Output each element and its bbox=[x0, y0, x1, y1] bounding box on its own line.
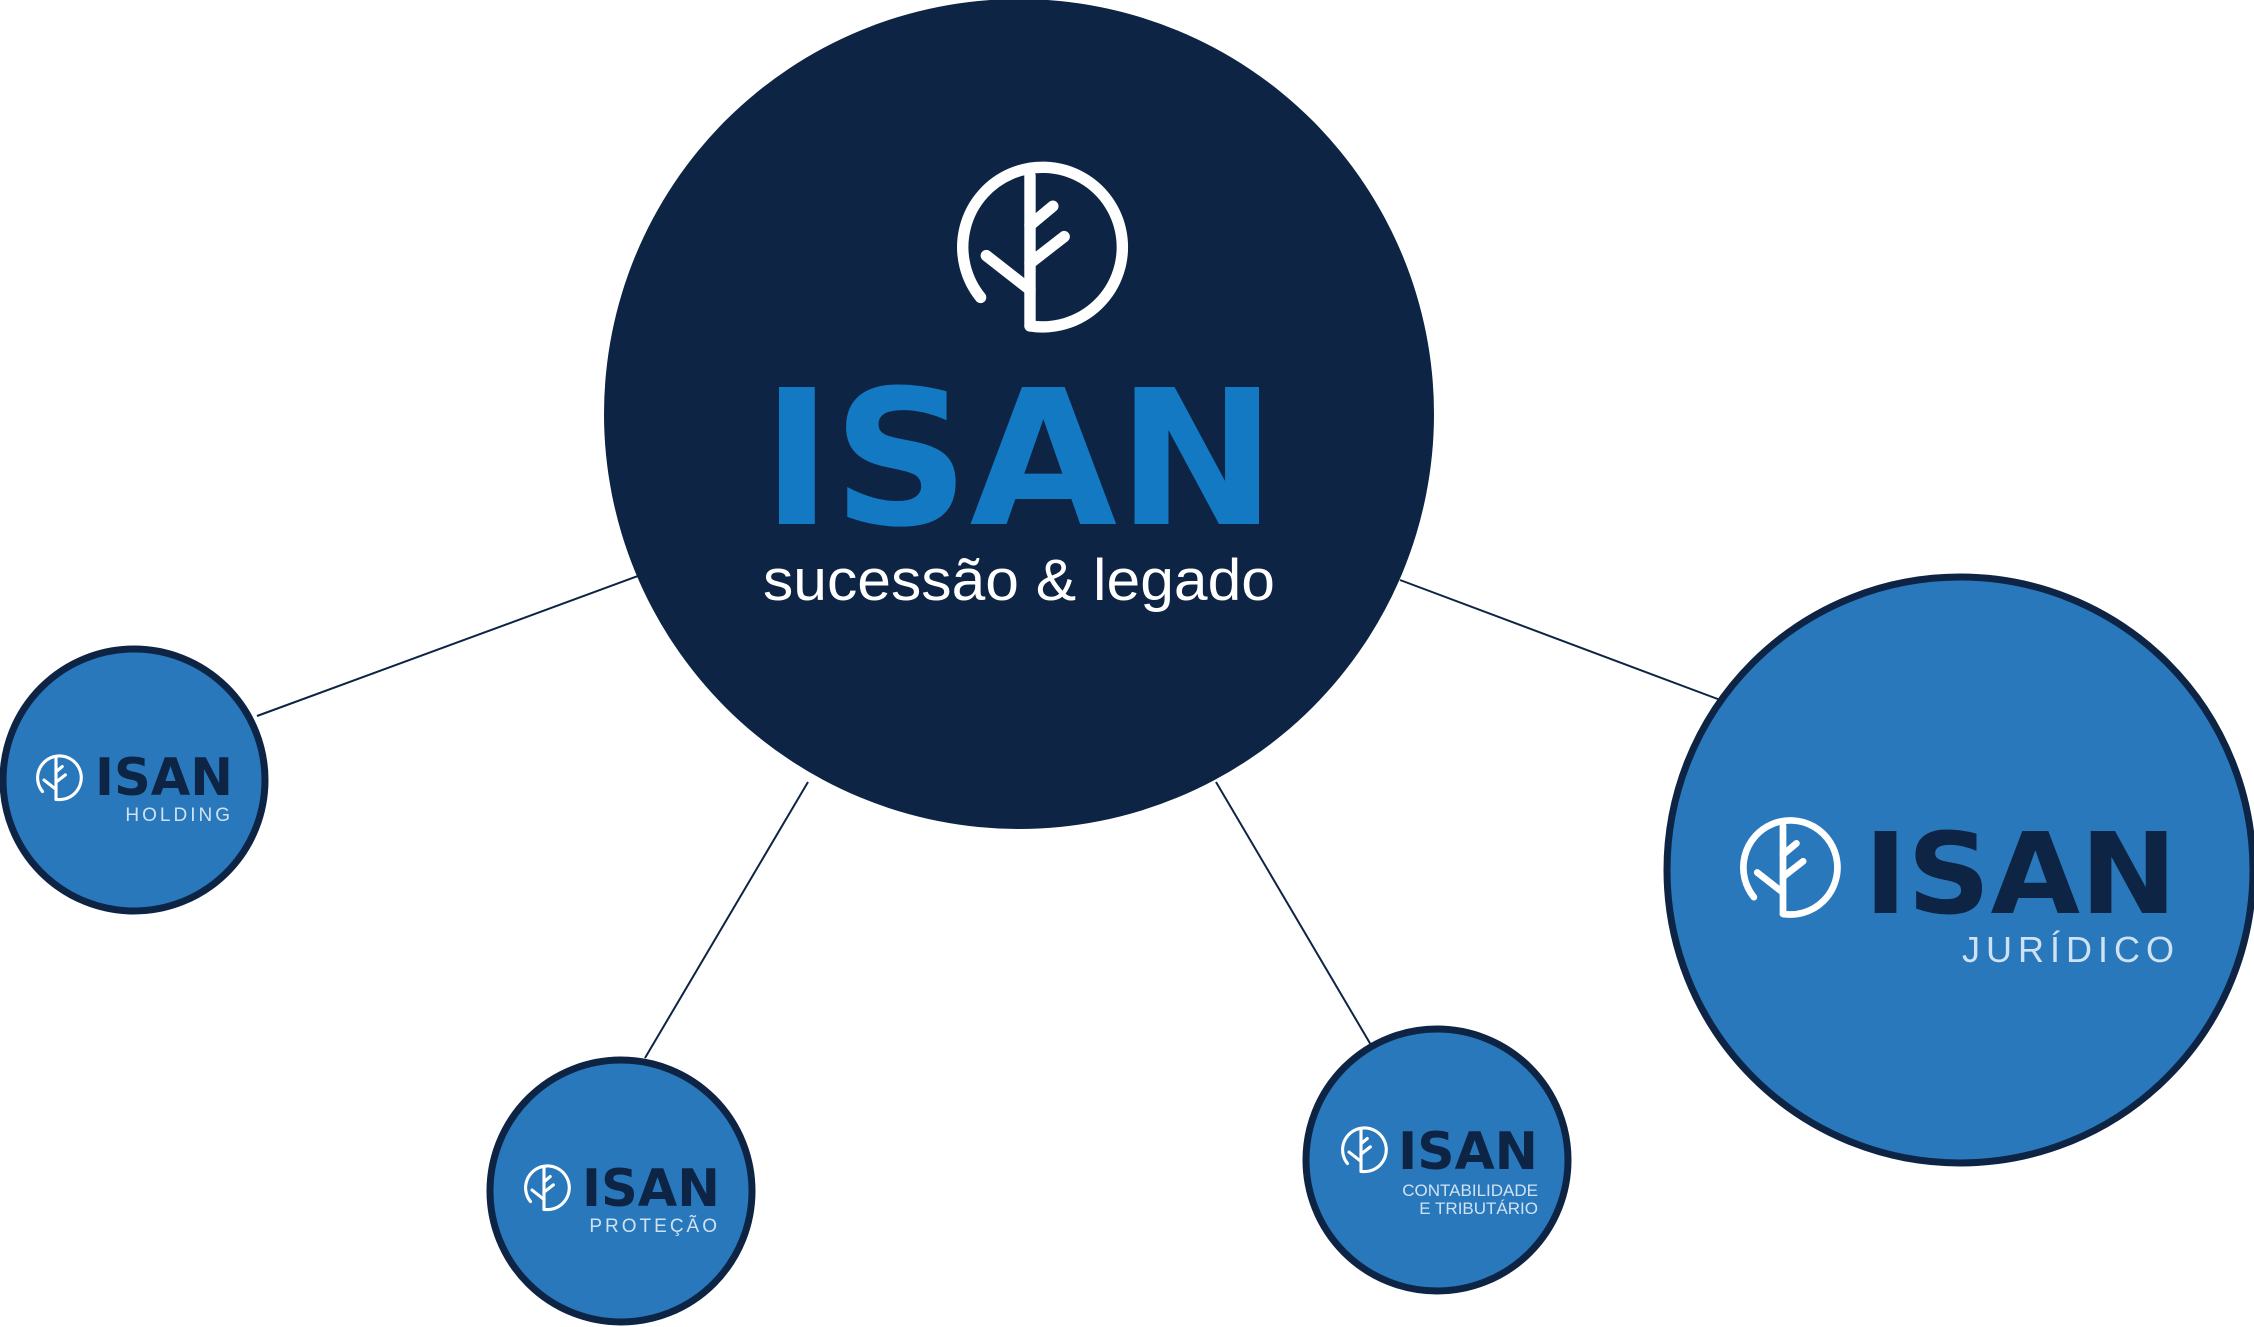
connector-contabil bbox=[1215, 781, 1372, 1046]
juridico-wordmark: ISAN bbox=[1864, 810, 2177, 940]
holding-label: HOLDING bbox=[125, 805, 233, 826]
contabil-wordmark: ISAN bbox=[1398, 1122, 1538, 1182]
protecao-node: ISAN PROTEÇÃO bbox=[486, 1056, 756, 1326]
connector-juridico bbox=[1399, 579, 1724, 702]
juridico-circle bbox=[1663, 573, 2254, 1167]
protecao-wordmark: ISAN bbox=[582, 1159, 720, 1219]
juridico-node: ISAN JURÍDICO bbox=[1663, 573, 2254, 1167]
protecao-circle bbox=[486, 1056, 756, 1326]
contabil-node: ISAN CONTABILIDADE E TRIBUTÁRIO bbox=[1302, 1025, 1572, 1295]
contabil-label-line2: E TRIBUTÁRIO bbox=[1419, 1199, 1538, 1218]
main-circle bbox=[604, 0, 1434, 829]
main-brand-wordmark: ISAN bbox=[762, 350, 1277, 569]
contabil-circle bbox=[1302, 1025, 1572, 1295]
main-brand-node: ISAN sucessão & legado bbox=[604, 0, 1434, 829]
holding-wordmark: ISAN bbox=[95, 748, 233, 808]
connector-holding bbox=[256, 575, 639, 717]
holding-node: ISAN HOLDING bbox=[0, 645, 269, 915]
juridico-label: JURÍDICO bbox=[1962, 929, 2180, 970]
connector-lines bbox=[256, 575, 1724, 1059]
protecao-label: PROTEÇÃO bbox=[589, 1215, 720, 1237]
holding-circle bbox=[0, 645, 269, 915]
connector-protecao bbox=[644, 781, 809, 1059]
main-tagline: sucessão & legado bbox=[763, 548, 1275, 613]
contabil-label-line1: CONTABILIDADE bbox=[1402, 1181, 1538, 1200]
